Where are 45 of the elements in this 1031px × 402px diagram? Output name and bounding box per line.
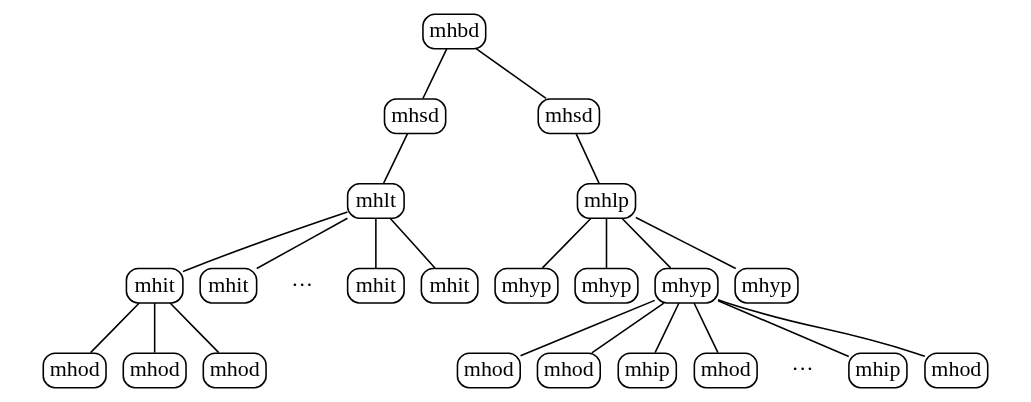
connector bbox=[182, 211, 349, 273]
node-box: mhit bbox=[199, 267, 258, 304]
connector bbox=[422, 48, 448, 100]
node-box: mhip bbox=[617, 352, 678, 389]
node-box: mhyp bbox=[574, 267, 639, 304]
node-box: mhod bbox=[924, 352, 989, 389]
connector bbox=[89, 302, 141, 354]
node-box: mhsd bbox=[383, 98, 447, 135]
connector bbox=[153, 302, 156, 354]
connector bbox=[382, 132, 409, 184]
node-box: mhip bbox=[848, 352, 908, 389]
node-box: mhyp bbox=[734, 267, 799, 304]
connector bbox=[519, 299, 656, 357]
node-box: mhit bbox=[346, 267, 405, 304]
node-box: mhyp bbox=[654, 267, 719, 304]
connector bbox=[635, 216, 737, 270]
label: ··· bbox=[791, 356, 814, 382]
connector bbox=[255, 217, 349, 270]
connector bbox=[605, 217, 608, 269]
connector bbox=[591, 302, 665, 354]
connector bbox=[717, 299, 850, 358]
connector bbox=[375, 217, 377, 269]
node-box: mhod bbox=[122, 352, 187, 389]
node-box: mhod bbox=[693, 352, 758, 389]
node-box: mhsd bbox=[537, 98, 601, 135]
node-box: mhyp bbox=[494, 267, 559, 304]
connector bbox=[693, 302, 719, 354]
node-box: mhit bbox=[125, 267, 184, 304]
node-box: mhod bbox=[202, 352, 267, 389]
connector bbox=[621, 217, 672, 269]
node-box: mhlp bbox=[576, 182, 637, 220]
node-box: mhbd bbox=[422, 13, 487, 50]
connector bbox=[575, 132, 600, 184]
node-box: mhlt bbox=[346, 182, 405, 220]
connector bbox=[717, 299, 926, 358]
connector bbox=[475, 48, 547, 100]
node-box: mhod bbox=[456, 352, 521, 389]
connector bbox=[541, 217, 592, 269]
label: ··· bbox=[291, 271, 314, 297]
connector bbox=[654, 302, 680, 354]
node-box: mhod bbox=[536, 352, 601, 389]
node-box: mhod bbox=[42, 352, 107, 389]
node-box: mhit bbox=[420, 267, 479, 304]
connector bbox=[169, 302, 220, 354]
connector bbox=[389, 217, 436, 269]
